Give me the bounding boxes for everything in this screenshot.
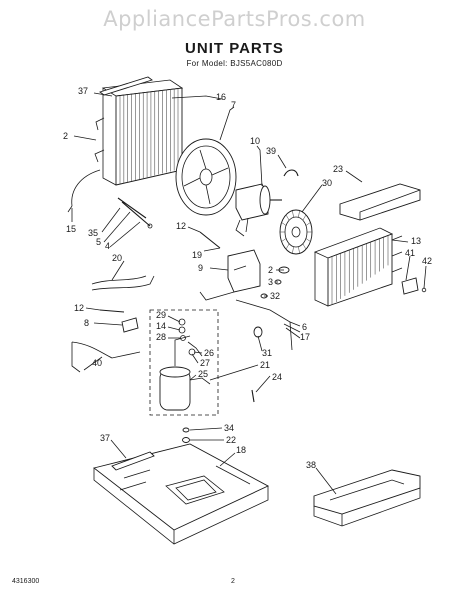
callout-4: 4 xyxy=(105,241,110,251)
blower-fin xyxy=(298,246,300,254)
air-deflector xyxy=(339,183,421,221)
page-title: UNIT PARTS xyxy=(185,40,284,57)
blower-fin xyxy=(285,243,290,250)
callout-29: 29 xyxy=(156,310,166,320)
page-number: 2 xyxy=(231,578,235,585)
thermostat-bulb xyxy=(117,197,151,227)
leader-lines xyxy=(71,92,427,495)
tubing xyxy=(71,341,141,373)
watermark: AppliancePartsPros.com xyxy=(103,7,366,31)
callout-39: 39 xyxy=(266,146,276,156)
callout-6: 6 xyxy=(302,322,307,332)
mounting-bracket xyxy=(401,277,419,295)
model-subtitle: For Model: BJS5AC080D xyxy=(186,59,283,68)
callout-21: 21 xyxy=(260,360,270,370)
base-bracket xyxy=(111,451,155,471)
tube-12-upper xyxy=(199,231,221,249)
blower-fin xyxy=(298,210,300,218)
callout-9: 9 xyxy=(198,263,203,273)
grommet xyxy=(253,326,263,338)
callout-42: 42 xyxy=(422,256,432,266)
callout-26: 26 xyxy=(204,348,214,358)
callout-34: 34 xyxy=(224,423,234,433)
callout-41: 41 xyxy=(405,248,415,258)
callout-38: 38 xyxy=(306,460,316,470)
drain-tray xyxy=(313,469,421,527)
callout-2b: 2 xyxy=(268,265,273,275)
callout-13: 13 xyxy=(411,236,421,246)
capacitor xyxy=(121,317,139,333)
callout-23: 23 xyxy=(333,164,343,174)
callout-7: 7 xyxy=(231,100,236,110)
blower-fin xyxy=(305,238,311,242)
screw xyxy=(251,389,255,403)
blower-fin xyxy=(302,243,307,250)
terminal-cover xyxy=(178,318,186,326)
callout-18: 18 xyxy=(236,445,246,455)
callout-24: 24 xyxy=(272,372,282,382)
coil-bracket-top xyxy=(99,76,153,96)
capillary-tube xyxy=(67,169,101,213)
callout-12: 12 xyxy=(176,221,186,231)
compressor xyxy=(159,335,211,411)
blower-fin xyxy=(281,222,287,226)
callout-27: 27 xyxy=(200,358,210,368)
fan-blade xyxy=(175,138,237,216)
grommet xyxy=(182,427,190,433)
blower-fin xyxy=(305,222,311,226)
base-pan xyxy=(92,443,270,545)
evaporator-coil xyxy=(313,227,403,307)
blower-fin xyxy=(285,214,290,221)
blower-fin xyxy=(281,238,287,242)
screw xyxy=(99,309,125,313)
callout-22: 22 xyxy=(226,435,236,445)
callout-12b: 12 xyxy=(74,303,84,313)
callout-19: 19 xyxy=(192,250,202,260)
blower-fin xyxy=(292,210,294,218)
motor-mount xyxy=(199,249,261,301)
grommet xyxy=(182,437,190,443)
refrigerant-line xyxy=(235,299,293,351)
callout-15: 15 xyxy=(66,224,76,234)
callout-40: 40 xyxy=(92,358,102,368)
condenser-coil xyxy=(94,79,184,186)
callout-30: 30 xyxy=(322,178,332,188)
callout-10: 10 xyxy=(250,136,260,146)
callout-8: 8 xyxy=(84,318,89,328)
callout-37b: 37 xyxy=(100,433,110,443)
callout-14: 14 xyxy=(156,321,166,331)
callout-16: 16 xyxy=(216,92,226,102)
clip xyxy=(283,169,299,177)
fan-motor xyxy=(235,183,282,237)
callout-37: 37 xyxy=(78,86,88,96)
callout-numbers: 37 16 7 2 10 39 23 30 13 41 42 15 35 5 4… xyxy=(63,86,432,470)
callout-2: 2 xyxy=(63,131,68,141)
document-number: 4316300 xyxy=(12,578,40,585)
callout-35: 35 xyxy=(88,228,98,238)
callout-25: 25 xyxy=(198,369,208,379)
callout-28: 28 xyxy=(156,332,166,342)
wire-harness xyxy=(91,275,155,291)
callout-20: 20 xyxy=(112,253,122,263)
blower-fin xyxy=(292,246,294,254)
blower-wheel xyxy=(279,209,313,255)
callout-31: 31 xyxy=(262,348,272,358)
blower-fin xyxy=(302,214,307,221)
callout-3: 3 xyxy=(268,277,273,287)
callout-17: 17 xyxy=(300,332,310,342)
callout-5: 5 xyxy=(96,237,101,247)
compressor-group xyxy=(149,309,219,416)
callout-32: 32 xyxy=(270,291,280,301)
